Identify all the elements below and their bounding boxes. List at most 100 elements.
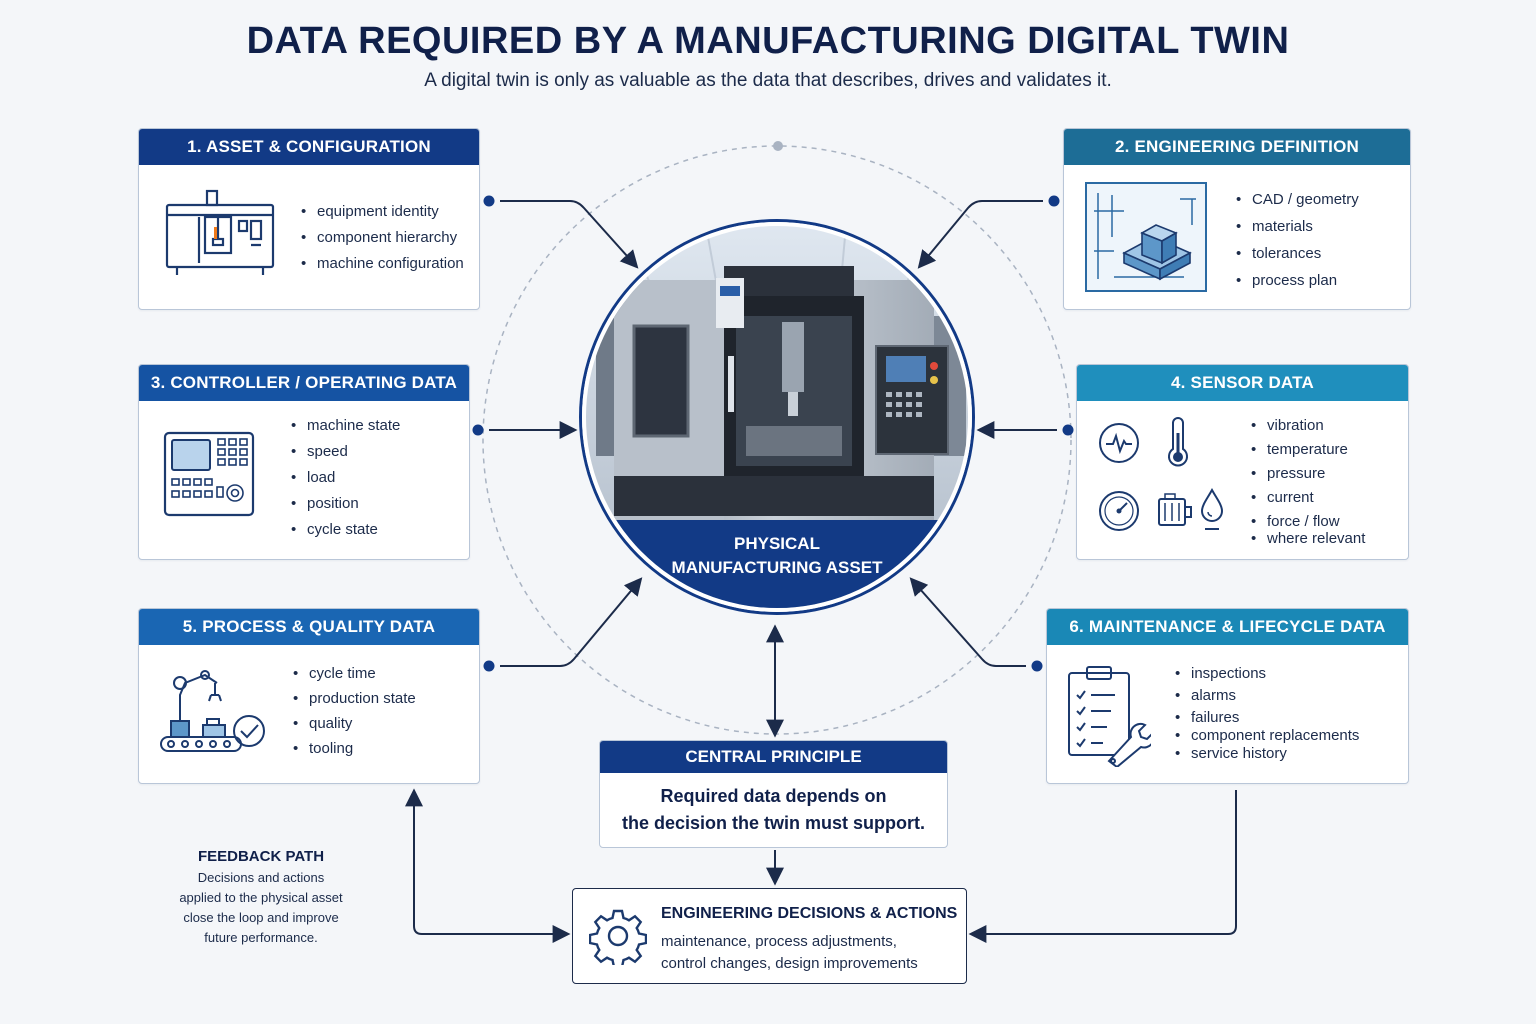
card-body: cycle time production state quality tool… <box>139 645 479 783</box>
list-item-text: where relevant <box>1267 530 1366 547</box>
feedback-line: applied to the physical asset <box>179 890 343 905</box>
card-list: vibration temperature pressure current f… <box>1251 417 1365 547</box>
current-motor-icon <box>1158 493 1192 526</box>
card-engineering-definition: 2. ENGINEERING DEFINITION <box>1063 128 1411 310</box>
card-title: 1. ASSET & CONFIGURATION <box>139 129 479 165</box>
thermometer-icon <box>1168 417 1188 467</box>
card-list: inspections alarms failures component re… <box>1175 665 1359 762</box>
card-body: CAD / geometry materials tolerances proc… <box>1064 165 1410 309</box>
principle-title: CENTRAL PRINCIPLE <box>600 741 947 773</box>
card-body: machine state speed load position cycle … <box>139 401 469 559</box>
principle-text: Required data depends on the decision th… <box>600 773 947 837</box>
card-title: 2. ENGINEERING DEFINITION <box>1064 129 1410 165</box>
card-body: equipment identity component hierarchy m… <box>139 165 479 309</box>
list-item: service history <box>1175 745 1359 762</box>
vibration-sensor-icon <box>1099 423 1139 463</box>
arrow-feedback-path <box>405 788 571 943</box>
list-item: production state <box>293 690 416 707</box>
card-title: 3. CONTROLLER / OPERATING DATA <box>139 365 469 401</box>
list-item: speed <box>291 443 400 460</box>
list-item: component hierarchy <box>301 229 464 246</box>
card-body: vibration temperature pressure current f… <box>1077 401 1408 559</box>
list-item: cycle state <box>291 521 400 538</box>
list-item: inspections <box>1175 665 1359 682</box>
card-maintenance-lifecycle-data: 6. MAINTENANCE & LIFECYCLE DATA inspecti… <box>1046 608 1409 784</box>
list-item: component replacements <box>1175 727 1359 744</box>
list-item: machine state <box>291 417 400 434</box>
list-item: load <box>291 469 400 486</box>
flow-drop-icon <box>1200 487 1224 530</box>
feedback-path-note: FEEDBACK PATH Decisions and actions appl… <box>150 848 372 948</box>
decisions-line: control changes, design improvements <box>661 955 918 972</box>
list-item: materials <box>1236 218 1359 235</box>
controller-panel-icon <box>163 431 255 517</box>
list-item: position <box>291 495 400 512</box>
arrow-maintenance-to-decisions <box>968 790 1237 943</box>
card-controller-operating-data: 3. CONTROLLER / OPERATING DATA machine s… <box>138 364 470 560</box>
feedback-line: Decisions and actions <box>197 870 325 885</box>
pressure-gauge-icon <box>1099 491 1139 531</box>
list-item: quality <box>293 715 416 732</box>
label-line: PHYSICAL <box>734 534 820 553</box>
card-list: equipment identity component hierarchy m… <box>301 203 464 272</box>
clipboard-wrench-icon <box>1068 666 1151 767</box>
feedback-line: future performance. <box>204 930 318 945</box>
list-item: cycle time <box>293 665 416 682</box>
page-title: DATA REQUIRED BY A MANUFACTURING DIGITAL… <box>246 20 1290 62</box>
feedback-title: FEEDBACK PATH <box>197 848 325 865</box>
list-item: equipment identity <box>301 203 464 220</box>
physical-asset-photo: PHYSICAL MANUFACTURING ASSET <box>582 222 972 612</box>
connector-dot-6 <box>1031 660 1043 672</box>
principle-line: the decision the twin must support. <box>621 813 925 833</box>
card-sensor-data: 4. SENSOR DATA <box>1076 364 1409 560</box>
card-list: CAD / geometry materials tolerances proc… <box>1236 191 1359 289</box>
decisions-text: maintenance, process adjustments, contro… <box>661 931 951 975</box>
list-item: CAD / geometry <box>1236 191 1359 208</box>
list-item: machine configuration <box>301 255 464 272</box>
connector-dot-5 <box>483 660 495 672</box>
feedback-line: close the loop and improve <box>183 910 339 925</box>
connector-dot-1 <box>483 195 495 207</box>
list-item-continuation: where relevant <box>1251 530 1365 547</box>
list-item: alarms <box>1175 687 1359 704</box>
physical-asset-label: PHYSICAL MANUFACTURING ASSET <box>586 520 968 608</box>
card-list: machine state speed load position cycle … <box>291 417 400 538</box>
card-list: cycle time production state quality tool… <box>293 665 416 757</box>
arrow-process-to-center <box>500 577 643 667</box>
cad-blueprint-icon <box>1085 182 1207 292</box>
principle-line: Required data depends on <box>660 786 887 806</box>
card-asset-configuration: 1. ASSET & CONFIGURATION equipment ident… <box>138 128 480 310</box>
list-item: tolerances <box>1236 245 1359 262</box>
connector-dot-3 <box>472 424 484 436</box>
arrow-asset-to-center <box>500 200 639 269</box>
list-item: force / flow <box>1251 513 1365 530</box>
card-title: 6. MAINTENANCE & LIFECYCLE DATA <box>1047 609 1408 645</box>
list-item: tooling <box>293 740 416 757</box>
arrow-maintenance-to-center <box>909 577 1026 667</box>
list-item: pressure <box>1251 465 1365 482</box>
list-item: vibration <box>1251 417 1365 434</box>
connector-dot-4 <box>1062 424 1074 436</box>
orbit-top-dot <box>773 141 783 151</box>
list-item: process plan <box>1236 272 1359 289</box>
card-body: inspections alarms failures component re… <box>1047 645 1408 783</box>
list-item: temperature <box>1251 441 1365 458</box>
gear-icon <box>589 909 647 965</box>
cnc-machine-icon <box>165 189 275 275</box>
decisions-title: ENGINEERING DECISIONS & ACTIONS <box>661 905 958 922</box>
list-item: current <box>1251 489 1365 506</box>
label-line: MANUFACTURING ASSET <box>671 558 883 577</box>
robot-conveyor-icon <box>160 670 265 752</box>
decisions-line: maintenance, process adjustments, <box>661 933 897 950</box>
arrow-engineering-to-center <box>917 200 1043 269</box>
connector-dot-2 <box>1048 195 1060 207</box>
feedback-text: Decisions and actions applied to the phy… <box>150 868 372 948</box>
engineering-decisions-box: ENGINEERING DECISIONS & ACTIONS maintena… <box>572 888 967 984</box>
card-title: 5. PROCESS & QUALITY DATA <box>139 609 479 645</box>
page-subtitle: A digital twin is only as valuable as th… <box>424 70 1112 91</box>
list-item: failures <box>1175 709 1359 726</box>
card-title: 4. SENSOR DATA <box>1077 365 1408 401</box>
card-process-quality-data: 5. PROCESS & QUALITY DATA cycle time pro… <box>138 608 480 784</box>
central-principle-box: CENTRAL PRINCIPLE Required data depends … <box>599 740 948 848</box>
